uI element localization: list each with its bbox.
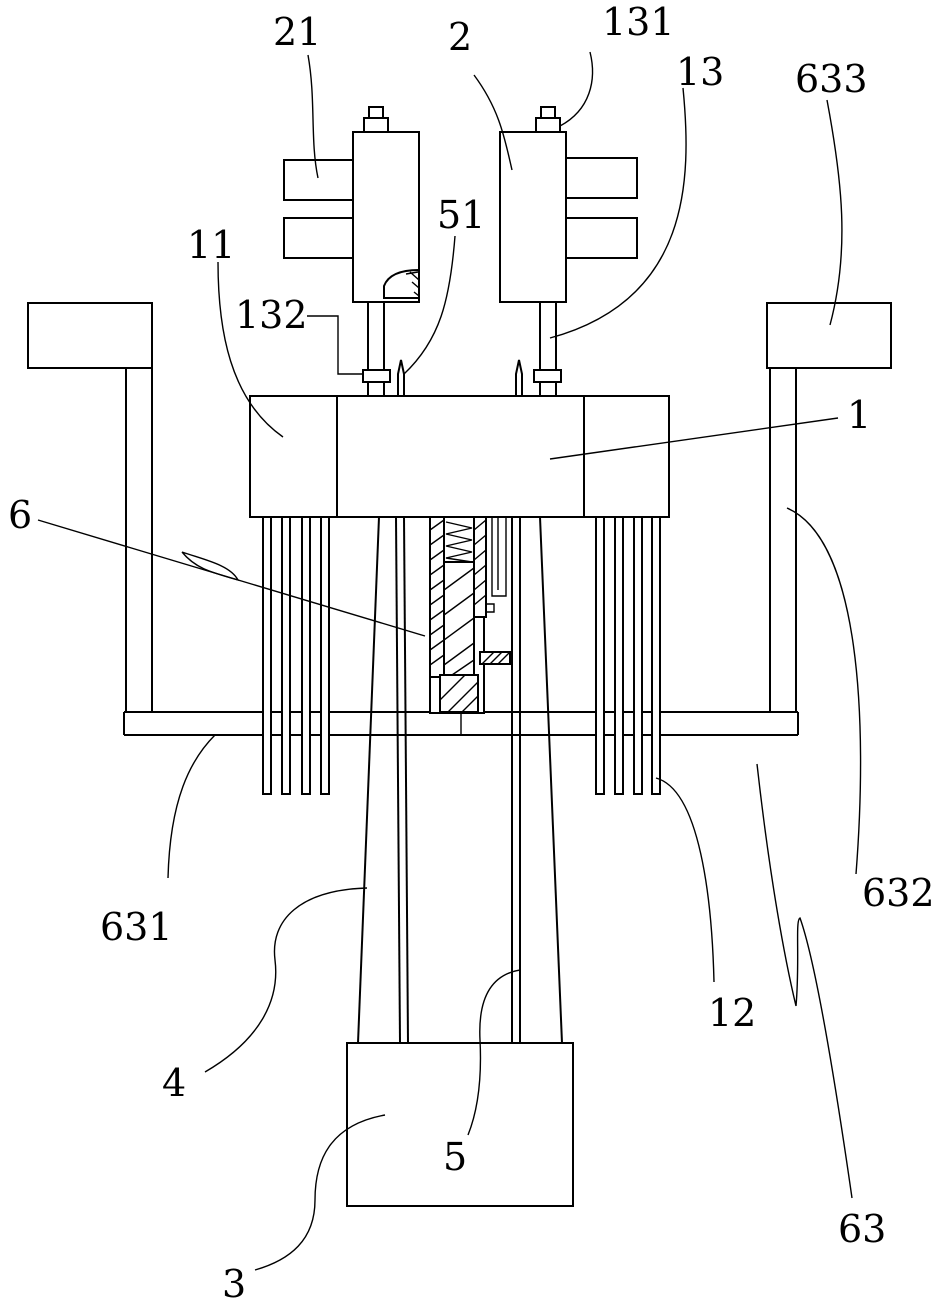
- label-51: 51: [437, 193, 485, 237]
- label-1: 1: [847, 393, 871, 437]
- label-12: 12: [708, 991, 756, 1035]
- label-631: 631: [100, 905, 173, 949]
- base-block-3: [347, 1043, 573, 1206]
- label-21: 21: [273, 10, 321, 54]
- right-rods-12: [596, 517, 660, 794]
- tapered-link-4: [358, 517, 408, 1043]
- label-3: 3: [222, 1262, 246, 1303]
- label-63: 63: [838, 1207, 886, 1251]
- needle-pins-51: [398, 360, 522, 396]
- left-rods: [263, 517, 329, 794]
- label-5: 5: [443, 1135, 467, 1179]
- main-block-1: [250, 396, 669, 517]
- horizontal-bar-631: [124, 712, 798, 735]
- label-632: 632: [862, 871, 935, 915]
- right-cylinder-2: [500, 107, 637, 396]
- label-11: 11: [187, 223, 235, 267]
- label-6: 6: [8, 493, 32, 537]
- right-bracket-633: [767, 303, 891, 712]
- left-bracket: [28, 303, 152, 712]
- label-13: 13: [676, 50, 724, 94]
- left-cylinder-21: [284, 107, 419, 396]
- label-2: 2: [448, 15, 472, 59]
- section-6: [430, 517, 510, 713]
- label-633: 633: [795, 57, 868, 101]
- label-4: 4: [162, 1061, 186, 1105]
- label-131: 131: [602, 0, 675, 44]
- tapered-link-5: [512, 517, 562, 1043]
- label-132: 132: [235, 293, 308, 337]
